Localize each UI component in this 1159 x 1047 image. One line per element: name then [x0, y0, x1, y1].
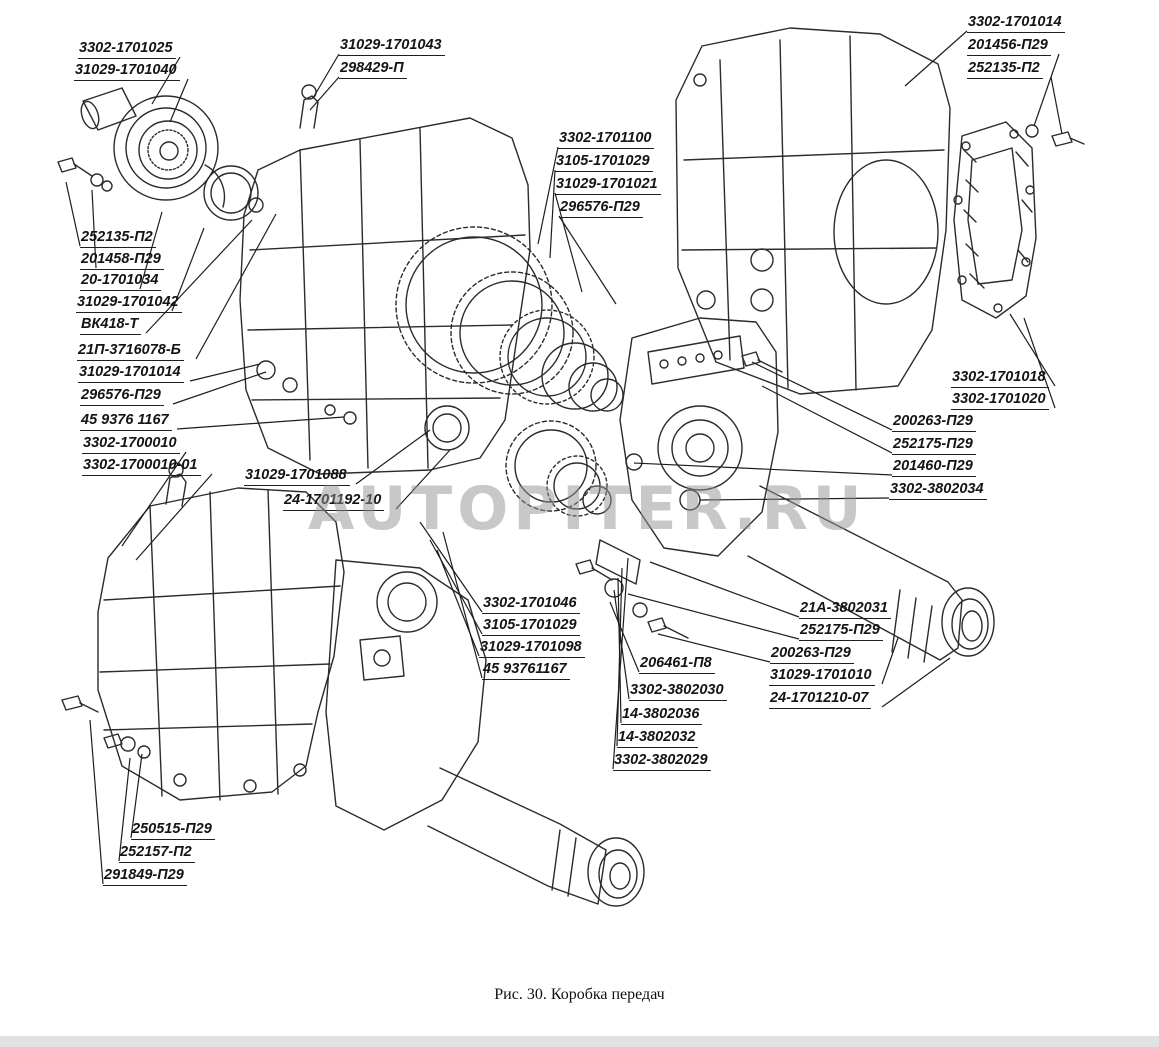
- part-label: 31029-1701043: [339, 37, 445, 56]
- part-label: 3302-3802030: [629, 682, 727, 701]
- part-label: 24-1701192-10: [283, 492, 385, 511]
- leader-line: [91, 189, 97, 269]
- part-label: 31029-1701098: [479, 639, 585, 658]
- leader-line: [1050, 76, 1063, 135]
- leader-line: [612, 557, 629, 770]
- leader-line: [121, 451, 187, 547]
- part-label: 31029-1701042: [76, 294, 182, 313]
- part-label: 14-3802036: [621, 706, 703, 725]
- part-label: 20-1701034: [80, 272, 162, 291]
- leader-line: [558, 215, 617, 305]
- part-label: 3302-3802034: [889, 481, 987, 500]
- leader-line: [761, 385, 893, 454]
- leader-line: [1009, 313, 1056, 387]
- part-label: 206461-П8: [639, 655, 715, 674]
- part-label: 298429-П: [339, 60, 407, 79]
- part-label: 24-1701210-07: [769, 690, 872, 709]
- leader-line: [171, 227, 205, 312]
- part-label: 296576-П29: [80, 387, 164, 406]
- part-label: 201458-П29: [80, 251, 164, 270]
- part-label: 3302-1701025: [78, 40, 176, 59]
- part-label: 21А-3802031: [799, 600, 891, 619]
- part-label: 3302-1701046: [482, 595, 580, 614]
- leader-line: [135, 473, 213, 561]
- part-label: 3302-1700010-01: [82, 457, 201, 476]
- part-label: 252175-П29: [799, 622, 883, 641]
- leader-line: [609, 601, 640, 673]
- rear-cover-group: [675, 27, 1085, 395]
- part-label: 201456-П29: [967, 37, 1051, 56]
- leader-line: [195, 213, 277, 360]
- part-label: 31029-1701088: [244, 467, 350, 486]
- leader-line: [633, 462, 893, 476]
- leader-line: [419, 521, 483, 613]
- leader-line: [442, 531, 483, 679]
- leader-line: [554, 192, 583, 293]
- input-shaft-flange-group: [57, 87, 259, 221]
- part-label: 252135-П2: [967, 60, 1043, 79]
- part-label: 3302-1701020: [951, 391, 1049, 410]
- part-label: 31029-1701010: [769, 667, 875, 686]
- part-label: 3302-1701014: [967, 14, 1065, 33]
- leader-line: [627, 593, 800, 640]
- leader-line: [881, 657, 951, 708]
- part-label: 201460-П29: [892, 458, 976, 477]
- gear-cluster-group: [395, 226, 624, 517]
- leader-line: [172, 371, 267, 405]
- leader-line: [657, 633, 771, 663]
- leader-line: [537, 146, 559, 245]
- scan-edge-bar: [0, 1036, 1159, 1047]
- part-label: 3302-1701100: [558, 130, 655, 149]
- leader-line: [309, 76, 340, 111]
- part-label: 3302-3802029: [613, 752, 711, 771]
- part-label: 3105-1701029: [482, 617, 580, 636]
- line-art: [57, 27, 1085, 907]
- part-label: 45 9376 1167: [80, 412, 172, 431]
- leader-line: [395, 449, 451, 510]
- leader-line: [145, 219, 253, 334]
- part-label: 200263-П29: [770, 645, 854, 664]
- complete-gearbox-group: [61, 462, 645, 907]
- leader-line: [312, 53, 340, 99]
- leader-line: [65, 181, 81, 247]
- rear-extension-group: [575, 317, 995, 663]
- part-label: 3105-1701029: [555, 153, 653, 172]
- part-label: 252157-П2: [119, 844, 195, 863]
- part-label: 291849-П29: [103, 867, 187, 886]
- leader-line: [1033, 53, 1060, 127]
- leader-line: [649, 561, 800, 618]
- leader-line: [549, 169, 556, 259]
- leader-line: [118, 757, 131, 862]
- part-label: 21П-3716078-Б: [77, 342, 184, 361]
- part-label: 200263-П29: [892, 413, 976, 432]
- leader-line: [139, 211, 163, 290]
- leader-lines: [65, 30, 1063, 885]
- leader-line: [751, 361, 893, 431]
- figure-caption: Рис. 30. Коробка передач: [494, 986, 665, 1003]
- part-label: 3302-1701018: [951, 369, 1049, 388]
- leader-line: [189, 363, 261, 382]
- part-label: 31029-1701040: [74, 62, 180, 81]
- part-label: 252135-П2: [80, 229, 156, 248]
- leader-line: [355, 429, 431, 485]
- leader-line: [130, 753, 143, 839]
- leader-line: [699, 497, 890, 501]
- part-label: 45 93761167: [482, 661, 570, 680]
- leader-line: [881, 637, 899, 685]
- leader-line: [1023, 317, 1056, 409]
- leader-line: [169, 78, 189, 123]
- leader-line: [89, 719, 104, 885]
- part-label: 31029-1701014: [78, 364, 184, 383]
- part-label: 250515-П29: [131, 821, 215, 840]
- part-label: 31029-1701021: [555, 176, 661, 195]
- part-label: 252175-П29: [892, 436, 976, 455]
- part-label: ВК418-Т: [80, 316, 142, 335]
- part-label: 14-3802032: [617, 729, 699, 748]
- leader-line: [176, 416, 345, 430]
- part-label: 3302-1700010: [82, 435, 180, 454]
- leader-line: [904, 30, 968, 87]
- part-label: 296576-П29: [559, 199, 643, 218]
- leader-line: [616, 567, 623, 747]
